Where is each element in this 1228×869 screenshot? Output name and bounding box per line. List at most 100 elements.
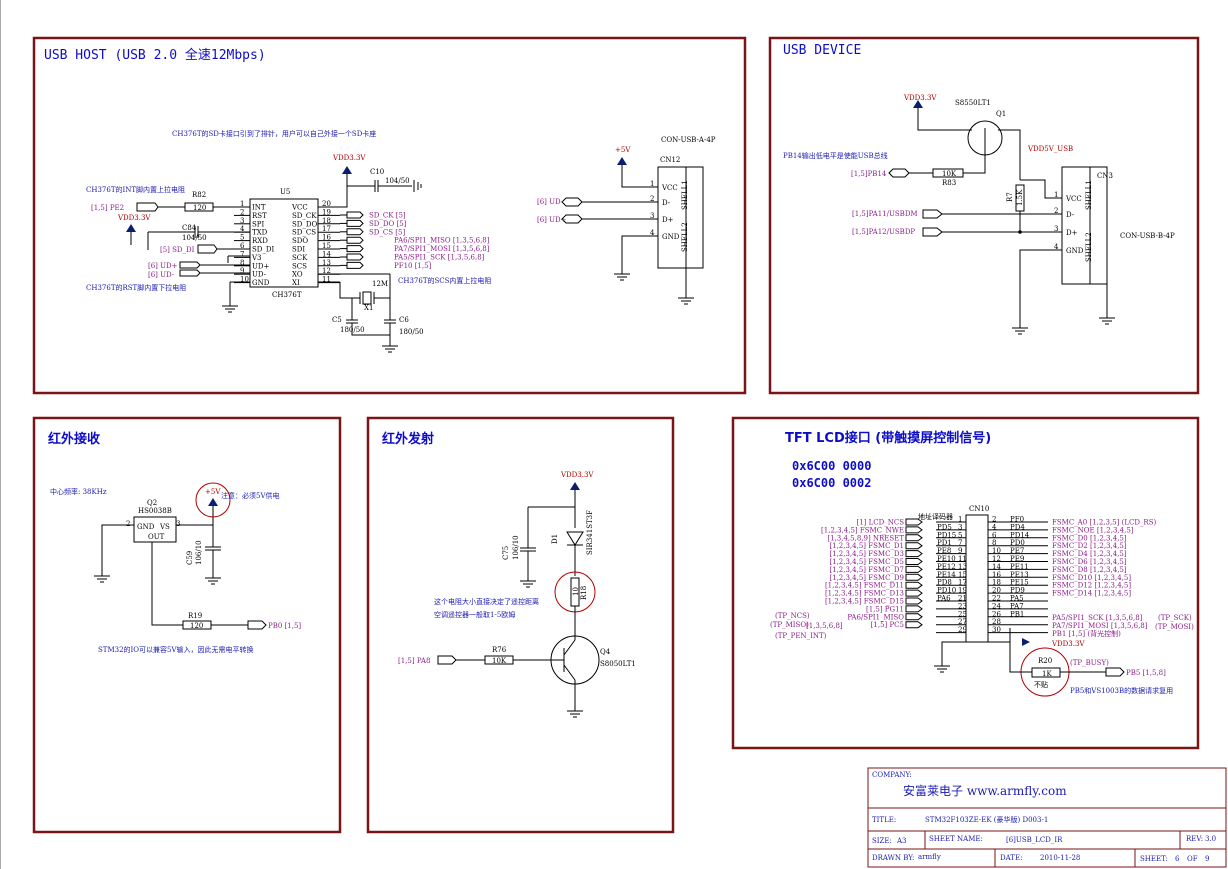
cn10-pin-num: 27: [958, 618, 967, 626]
usb-host-title: USB HOST (USB 2.0 全速12Mbps): [44, 47, 266, 63]
ch376t-ref: U5: [280, 188, 290, 196]
ud-minus-label: [6] UD-: [148, 271, 175, 279]
tp-miso: (TP_MISO): [770, 621, 809, 629]
tft-left-signal: PA6/SPI1_MISO: [847, 613, 904, 621]
ir-receive-title: 红外接收: [48, 431, 101, 447]
cn10-left-pin: PD15: [937, 531, 956, 539]
cn10-right-pin: PE13: [1010, 571, 1029, 579]
ch376t-pin-name: SDO: [292, 237, 308, 245]
size-label: SIZE:: [872, 837, 892, 845]
ch376t-pin-name: UD-: [252, 271, 267, 279]
tft-addr-2: 0x6C00 0002: [792, 476, 871, 490]
cn10-right-pin: PA7: [1010, 602, 1024, 610]
connector-pin-name: GND: [662, 233, 680, 241]
ch376t-pin-num: 12: [322, 267, 331, 275]
ch376t-pin-num: 14: [322, 250, 331, 258]
svg-text:2: 2: [126, 520, 130, 528]
r83-ref: R83: [942, 179, 956, 187]
ch376t-pin-num: 10: [240, 276, 249, 284]
ch376t-pin-name: SCS: [292, 262, 307, 270]
drawn-label: DRAWN BY:: [872, 854, 914, 862]
r7-ref: R7: [1006, 192, 1014, 202]
host-signal-label: PA7/SPI1_MOSI [1,3,5,6,8]: [394, 245, 490, 253]
drawn-value: armfly: [918, 853, 941, 861]
tft-right-signal: FSMC_D2 [1,2,3,4,5]: [1052, 542, 1127, 550]
shell2-a: SHELL2: [681, 222, 689, 252]
cn10-pin-num: 15: [958, 571, 967, 579]
usb-a-connector: [657, 166, 687, 269]
tft-vdd: VDD3.3V: [1051, 640, 1085, 648]
host-signal-label: PF10 [1,5]: [394, 262, 432, 270]
ch376t-pin-num: 20: [322, 200, 331, 208]
cn10-right-pin: PD9: [1010, 587, 1025, 595]
svg-text:3: 3: [176, 520, 180, 528]
r76-value: 10K: [492, 657, 507, 665]
cn10-pin-num: 18: [992, 579, 1001, 587]
tp-miso-ref: [1,3,5,6,8]: [806, 622, 843, 630]
tft-title: TFT LCD接口 (带触摸屏控制信号): [785, 430, 991, 446]
sheet-value: 6: [1175, 855, 1180, 863]
cn10-left-pin: PE8: [937, 547, 951, 555]
connector-pin-name: D-: [662, 199, 671, 207]
connector-pin-num: 1: [650, 180, 654, 188]
ch376t-right-pins: 20VCC19SD_CK18SD_DO17SD_CS16SDO15SDI14SC…: [291, 200, 340, 287]
tft-right-signal: FSMC_A0 [1,2,3,5] (LCD_RS): [1052, 519, 1157, 527]
q4-part: S8050LT1: [600, 660, 636, 668]
connector-pin-num: 1: [1054, 191, 1058, 199]
r83-value: 10K: [942, 170, 957, 178]
ch376t-pin-num: 5: [240, 234, 244, 242]
cn10-pin-num: 22: [992, 595, 1001, 603]
cn12-ref: CN12: [660, 156, 680, 164]
ir-tx-note-1: 这个电阻大小直接决定了遥控距离: [434, 597, 539, 606]
cn10-left-pin: PE12: [937, 563, 956, 571]
cn10-left-pin: PD5: [937, 523, 952, 531]
c84-value: 104/50: [182, 234, 207, 242]
cn10-left-pin: PD8: [937, 579, 952, 587]
cn10-left-pin: PD1: [937, 539, 952, 547]
x1-ref: X1: [364, 304, 373, 312]
cn10-pin-num: 8: [992, 539, 996, 547]
connector-pin-num: 2: [1054, 207, 1058, 215]
r82-ref: R82: [192, 191, 206, 199]
cn10-ref: CN10: [969, 505, 989, 513]
ch376t-pin-num: 18: [322, 217, 331, 225]
cn10-pin-num: 7: [958, 539, 962, 547]
dev-vdd: VDD3.3V: [903, 94, 937, 102]
spi-mosi: PA7/SPI1_MOSI [1,3,5,6,8]: [1052, 622, 1148, 630]
connector-pin-num: 3: [1054, 225, 1058, 233]
ch376t-pin-name: SPI: [252, 220, 265, 228]
pa8-label: [1,5] PA8: [398, 657, 430, 665]
ch376t-pin-name: SCK: [292, 254, 308, 262]
ch376t-pin-num: 8: [240, 259, 244, 267]
host-signal-label: PA6/SPI1_MISO [1,3,5,6,8]: [394, 237, 490, 245]
r82-value: 120: [193, 204, 206, 212]
q2-part: HS0038B: [138, 507, 172, 515]
tft-left-signal: [1,2,3,4,5] FSMC_D13: [825, 590, 904, 598]
host-signal-label: SD_CS [5]: [369, 228, 405, 236]
cn10-pin-num: 16: [992, 571, 1001, 579]
host-p5v: +5V: [615, 146, 631, 154]
dev-pa12: [1,5]PA12/USBDP: [852, 228, 915, 236]
x1-value: 12M: [372, 280, 388, 288]
tft-note: PB5和VS1003B的数据请求复用: [1070, 686, 1173, 695]
host-note-scs: CH376T的SCS内置上拉电阻: [398, 276, 491, 285]
ch376t-pin-num: 7: [240, 250, 244, 258]
r19-value: 120: [190, 622, 203, 630]
cn10-right-pin: PD0: [1010, 539, 1025, 547]
spi-sck: PA5/SPI1_SCK [1,3,5,6,8]: [1052, 614, 1143, 622]
cn10-right-pin: PE15: [1010, 579, 1029, 587]
con-usb-a-label: CON-USB-A-4P: [661, 136, 716, 144]
cn10-right-pin: PE7: [1010, 547, 1024, 555]
warning-circle: [195, 482, 231, 518]
ch376t-name: CH376T: [272, 291, 302, 299]
cn10-left-pin: PE10: [937, 555, 956, 563]
tft-right-signal: FSMC_D14 [1,2,3,4,5]: [1052, 590, 1131, 598]
ch376t-pin-num: 6: [240, 242, 245, 250]
cn10-left-pin: PD10: [937, 587, 956, 595]
cn10-pin-num: 5: [958, 531, 962, 539]
cn10-pin-num: 14: [992, 563, 1001, 571]
ir-tx-note-2: 空调遥控器一般取1-5欧姆: [434, 610, 515, 619]
cn10-pin-num: 9: [958, 547, 962, 555]
